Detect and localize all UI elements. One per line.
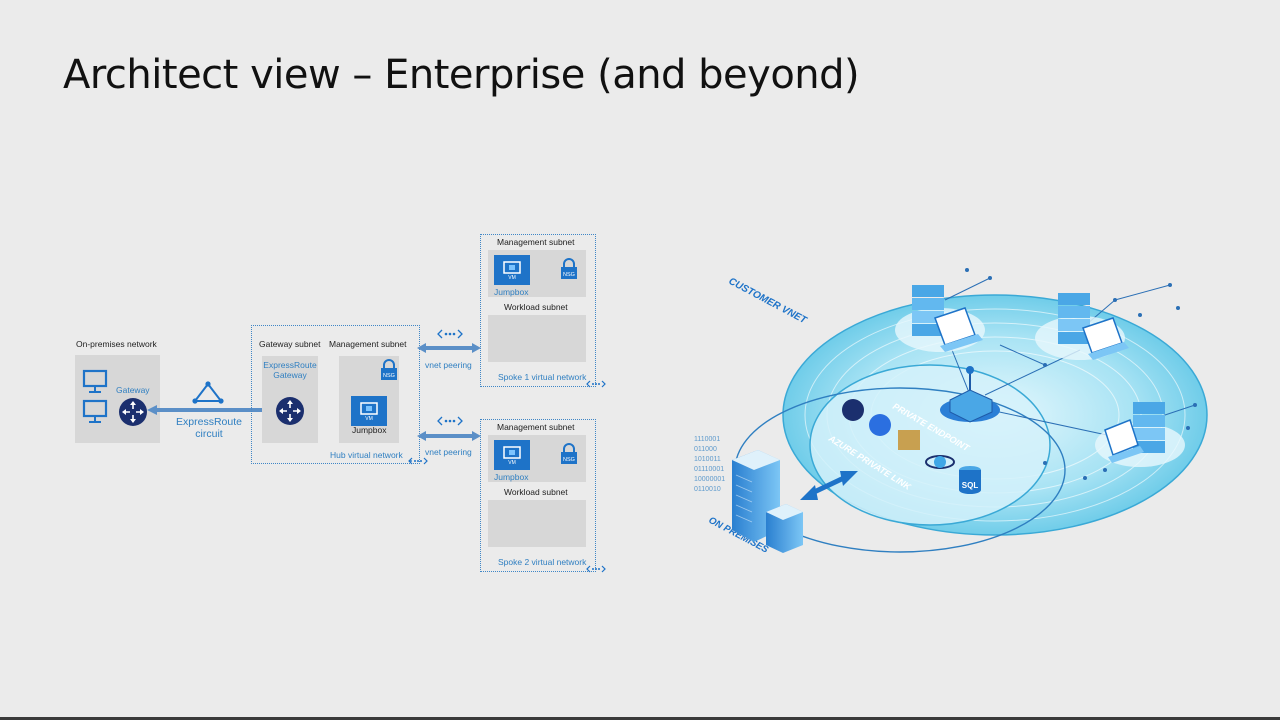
binary-text: 1110001 011000 1010011 01110001 10000001… (694, 436, 725, 493)
spoke1-network-label: Spoke 1 virtual network (498, 372, 587, 382)
spoke2-vm-text: VM (508, 460, 516, 465)
spoke1-vm-tile: VM (494, 255, 530, 285)
binary-line-0: 1110001 (694, 436, 720, 443)
er-gateway-label: ExpressRoute Gateway (262, 360, 318, 380)
peering-ellipsis-icon (586, 565, 606, 573)
onprem-gateway-label: Gateway (116, 385, 150, 395)
hub-jumpbox-label: Jumpbox (352, 425, 387, 435)
spoke1-workload-subnet-label: Workload subnet (504, 302, 568, 312)
peering-top-label: vnet peering (425, 360, 472, 370)
binary-line-1: 011000 (694, 446, 717, 453)
spoke1-management-subnet-label: Management subnet (497, 237, 575, 247)
binary-line-4: 10000001 (694, 476, 725, 483)
nsg-lock-icon: NSG (561, 258, 577, 279)
peering-bottom-icon (437, 416, 463, 426)
private-link-illustration: SQL CUSTOMER VNET PRIVATE ENDPOINT AZURE… (694, 268, 1208, 556)
peering-top-icon (437, 329, 463, 339)
on-premises-buildings (732, 450, 803, 553)
spoke2-network-label: Spoke 2 virtual network (498, 557, 587, 567)
kubernetes-icon (869, 414, 891, 436)
vm-icon: VM (503, 446, 521, 465)
hub-management-subnet-label: Management subnet (329, 339, 407, 349)
slide-title: Architect view – Enterprise (and beyond) (63, 52, 860, 98)
sql-icon (959, 466, 981, 494)
expressroute-circuit-icon (192, 381, 224, 404)
spoke2-workload-subnet-label: Workload subnet (504, 487, 568, 497)
hub-vm-text: VM (365, 416, 373, 421)
peering-ellipsis-icon (586, 380, 606, 388)
spoke2-management-subnet-label: Management subnet (497, 422, 575, 432)
binary-line-2: 1010011 (694, 456, 721, 463)
server-cluster-3 (1095, 402, 1185, 467)
spoke2-jumpbox-label: Jumpbox (494, 472, 529, 482)
binary-line-5: 0110010 (694, 486, 721, 493)
spoke2-nsg-text: NSG (563, 457, 575, 463)
sql-label: SQL (962, 481, 979, 490)
peering-bottom-arrow (417, 431, 481, 441)
server-cluster-1 (895, 285, 985, 352)
link-service-icon (842, 399, 864, 421)
spoke1-nsg-text: NSG (563, 272, 575, 278)
spoke2-management-subnet-box: VM NSG Jumpbox (488, 435, 586, 482)
server-cluster-2 (1035, 293, 1129, 360)
azure-service-icons (842, 399, 981, 494)
spoke2-virtual-network (480, 419, 596, 572)
er-gateway-label-line2: Gateway (273, 370, 307, 380)
vm-icon: VM (503, 261, 521, 280)
hub-nsg-text: NSG (383, 373, 395, 379)
spoke1-vm-text: VM (508, 275, 516, 280)
spoke1-virtual-network (480, 234, 596, 387)
hub-network-label: Hub virtual network (330, 450, 403, 460)
spoke1-jumpbox-label: Jumpbox (494, 287, 529, 297)
spoke2-vm-tile: VM (494, 440, 530, 470)
peering-top-arrow (417, 343, 481, 353)
customer-vnet-label: CUSTOMER VNET (727, 276, 809, 327)
network-nodes (965, 268, 1197, 480)
hub-vm-tile: VM (351, 396, 387, 426)
expressroute-label: ExpressRoute circuit (168, 416, 250, 440)
peering-ellipsis-icon (408, 457, 428, 465)
computer-icon (82, 369, 108, 423)
spoke1-workload-subnet-box (488, 315, 586, 362)
peering-bottom-label: vnet peering (425, 447, 472, 457)
gateway-subnet-box: ExpressRoute Gateway (262, 356, 318, 443)
storage-icon (898, 430, 920, 450)
hub-virtual-network (251, 325, 420, 464)
expressroute-label-line2: circuit (195, 428, 223, 440)
gateway-router-icon (276, 397, 304, 425)
expressroute-label-line1: ExpressRoute (176, 416, 242, 428)
router-icon (119, 398, 147, 426)
private-link-connection-arrow (800, 471, 858, 500)
nsg-lock-icon: NSG (381, 359, 397, 380)
onprem-network-box: Gateway (75, 355, 160, 443)
spoke1-management-subnet-box: VM NSG Jumpbox (488, 250, 586, 297)
er-gateway-label-line1: ExpressRoute (263, 360, 317, 370)
vm-icon: VM (360, 402, 378, 421)
private-endpoint-icon (940, 366, 1000, 423)
hub-management-subnet-box: NSG VM Jumpbox (339, 356, 399, 443)
onprem-network-label: On-premises network (76, 339, 157, 349)
gateway-subnet-label: Gateway subnet (259, 339, 321, 349)
nsg-lock-icon: NSG (561, 443, 577, 464)
spoke2-workload-subnet-box (488, 500, 586, 547)
bottom-rule (0, 717, 1280, 720)
binary-line-3: 01110001 (694, 466, 724, 473)
